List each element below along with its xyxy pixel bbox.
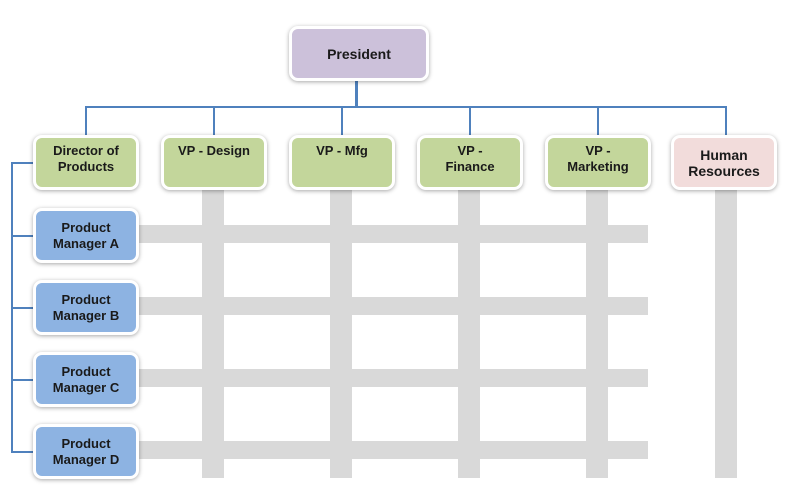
connector-pm-top (11, 162, 35, 164)
box-label: VP - Marketing (567, 143, 629, 174)
box-label: Director of Products (53, 143, 119, 174)
matrix-row-c (138, 369, 648, 387)
box-label: Product Manager D (52, 435, 120, 467)
connector-president (355, 80, 358, 108)
matrix-column-mfg (330, 190, 352, 478)
connector-finance (469, 106, 471, 137)
connector-director (85, 106, 87, 137)
matrix-column-finance (458, 190, 480, 478)
product-manager-c-box: Product Manager C (33, 352, 139, 407)
matrix-row-b (138, 297, 648, 315)
product-manager-d-box: Product Manager D (33, 424, 139, 479)
connector-pm-b (11, 307, 35, 309)
connector-pm-c (11, 379, 35, 381)
connector-pm-a (11, 235, 35, 237)
connector-design (213, 106, 215, 137)
box-label: Product Manager C (52, 363, 120, 395)
box-label: Product Manager A (53, 219, 119, 251)
connector-mfg (341, 106, 343, 137)
vp-design-box: VP - Design (161, 135, 267, 190)
director-of-products-box: Director of Products (33, 135, 139, 190)
box-label: VP - Design (177, 143, 250, 158)
product-manager-b-box: Product Manager B (33, 280, 139, 335)
connector-pm-d (11, 451, 35, 453)
box-label: VP - Mfg (316, 143, 368, 158)
vp-finance-box: VP - Finance (417, 135, 523, 190)
box-label: Human Resources (688, 146, 760, 179)
matrix-row-a (138, 225, 648, 243)
matrix-column-marketing (586, 190, 608, 478)
product-manager-a-box: Product Manager A (33, 208, 139, 263)
vp-mfg-box: VP - Mfg (289, 135, 395, 190)
human-resources-box: Human Resources (671, 135, 777, 190)
president-label: President (327, 45, 391, 62)
matrix-row-d (138, 441, 648, 459)
connector-marketing (597, 106, 599, 137)
president-box: President (289, 26, 429, 81)
vp-marketing-box: VP - Marketing (545, 135, 651, 190)
matrix-column-hr (715, 190, 737, 478)
connector-hr (725, 106, 727, 137)
box-label: Product Manager B (52, 291, 120, 323)
connector-horizontal (85, 106, 727, 108)
matrix-column-design (202, 190, 224, 478)
box-label: VP - Finance (445, 143, 495, 174)
